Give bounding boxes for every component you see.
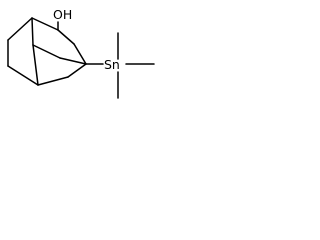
bond-c9-c10 [32,44,61,59]
molecule-structure-diagram: OH Sn [7,7,155,99]
bond-c2-c3 [7,17,33,41]
bond-c10-c7 [59,57,87,65]
bond-c7-c8 [73,43,87,65]
tin-atom-label: Sn [104,57,120,72]
bond-c5-c6 [37,76,69,86]
hydroxyl-label: OH [53,7,72,22]
adamantane-cage [7,17,87,86]
bond-c9-c5 [32,44,39,86]
bond-c4-c5 [7,65,39,86]
bond-c8-c1 [57,29,75,45]
bond-c1-c2 [31,17,59,31]
trimethylstannyl-group [117,32,155,99]
bond-c2-c9 [31,17,34,46]
bond-c6-c7 [67,63,87,78]
